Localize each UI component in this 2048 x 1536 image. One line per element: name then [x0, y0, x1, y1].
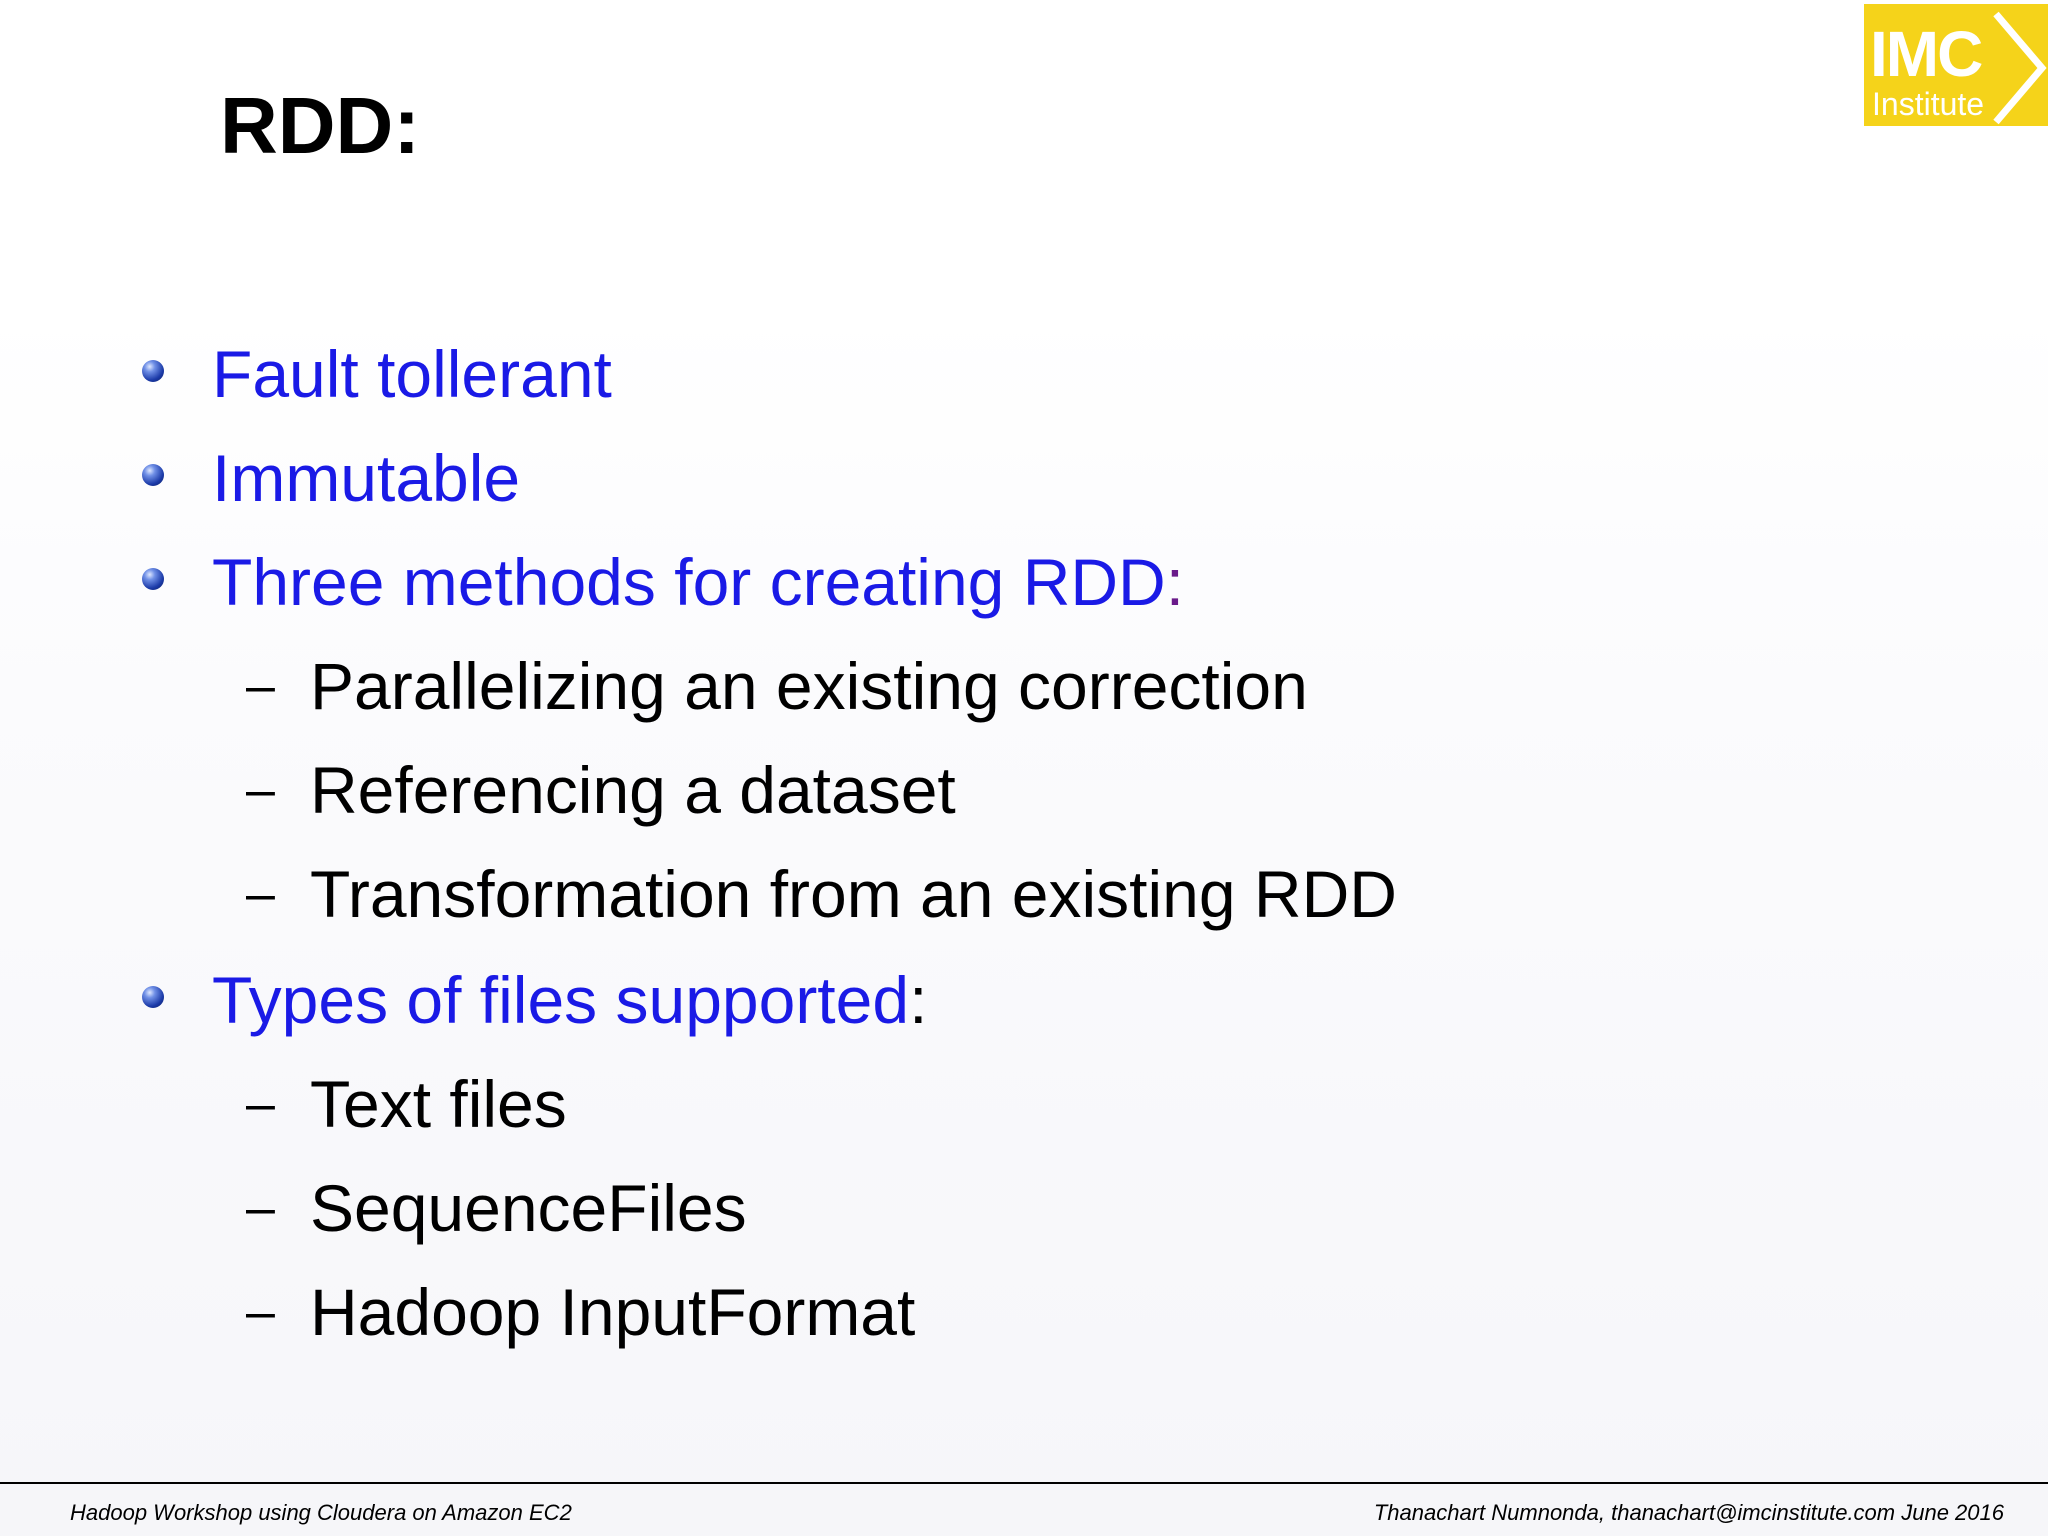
sub-list-item: Transformation from an existing RDD — [310, 842, 1397, 946]
logo-chevron-icon — [1993, 11, 2047, 125]
bullet-sphere-icon — [142, 568, 164, 590]
sub-list-item: Text files — [310, 1052, 567, 1156]
footer-workshop-title: Hadoop Workshop using Cloudera on Amazon… — [70, 1500, 572, 1525]
list-item: Fault tollerant — [212, 322, 612, 426]
dash-marker: – — [246, 1075, 275, 1133]
dash-marker: – — [246, 761, 275, 819]
sub-list-item: Hadoop InputFormat — [310, 1260, 915, 1364]
list-item: Types of files supported: — [212, 948, 927, 1052]
dash-marker: – — [246, 657, 275, 715]
bullet-text: Fault tollerant — [212, 337, 612, 411]
dash-marker: – — [246, 1179, 275, 1237]
footer-divider — [0, 1482, 2048, 1484]
sub-list-item: Parallelizing an existing correction — [310, 634, 1308, 738]
bullet-sphere-icon — [142, 986, 164, 1008]
imc-institute-logo: IMC Institute — [1864, 4, 2048, 126]
bullet-text: Three methods for creating RDD — [212, 545, 1166, 619]
logo-sub-text: Institute — [1872, 86, 1985, 122]
sub-item-text: Referencing a dataset — [310, 753, 956, 827]
sub-list-item: Referencing a dataset — [310, 738, 956, 842]
dash-marker: – — [246, 1283, 275, 1341]
sub-item-text: Transformation from an existing RDD — [310, 857, 1397, 931]
list-item: Three methods for creating RDD: — [212, 530, 1184, 634]
bullet-sphere-icon — [142, 464, 164, 486]
logo-main-text: IMC — [1870, 18, 1983, 90]
slide-title: RDD: — [220, 81, 420, 170]
bullet-list: Fault tollerant Immutable Three methods … — [142, 322, 1397, 1364]
bullet-text: Immutable — [212, 441, 521, 515]
sub-item-text: Text files — [310, 1067, 567, 1141]
sub-list-item: SequenceFiles — [310, 1156, 747, 1260]
bullet-colon: : — [909, 963, 928, 1037]
bullet-sphere-icon — [142, 360, 164, 382]
dash-marker: – — [246, 865, 275, 923]
sub-item-text: SequenceFiles — [310, 1171, 747, 1245]
sub-item-text: Parallelizing an existing correction — [310, 649, 1308, 723]
footer-author-info: Thanachart Numnonda, thanachart@imcinsti… — [1373, 1500, 2004, 1525]
bullet-text: Types of files supported — [212, 963, 910, 1037]
sub-item-text: Hadoop InputFormat — [310, 1275, 916, 1349]
list-item: Immutable — [212, 426, 520, 530]
bullet-colon: : — [1165, 545, 1185, 619]
